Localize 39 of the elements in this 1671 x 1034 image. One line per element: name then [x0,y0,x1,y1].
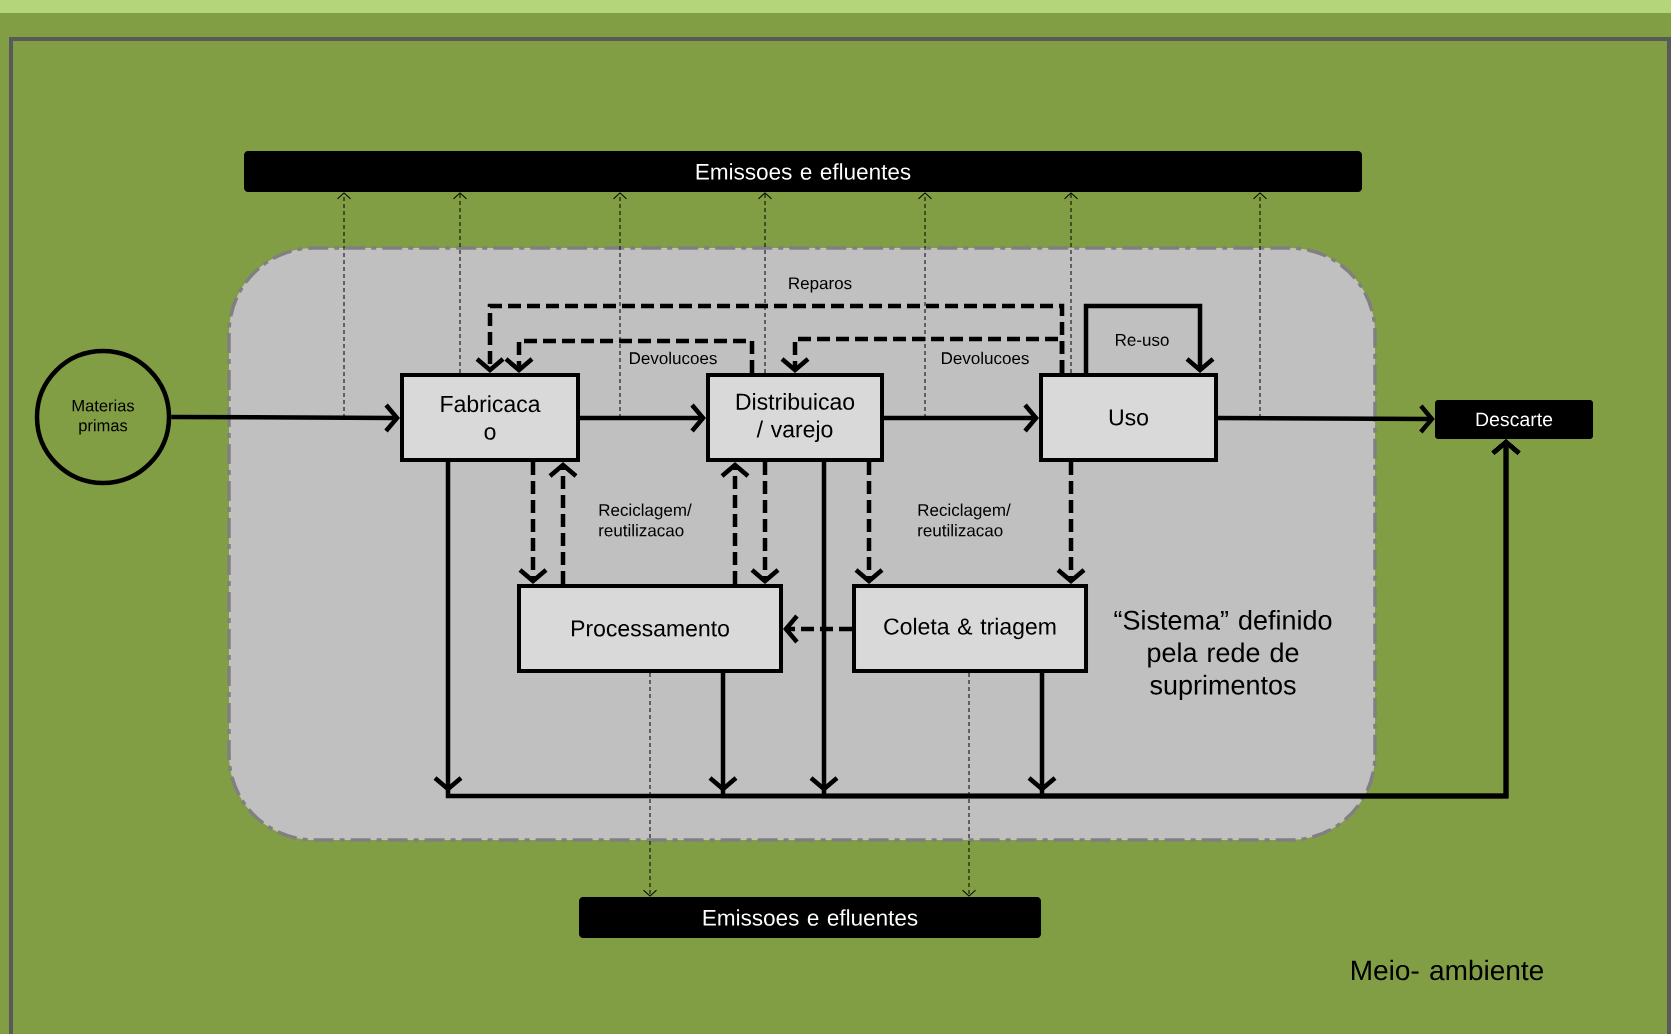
process-box: Coleta & triagem [852,584,1088,673]
process-box: Fabricaca o [400,373,580,462]
process-box: Uso [1039,373,1218,462]
dotted-arrow [1064,192,1078,374]
arrow [1083,303,1215,373]
edge-label: Re-uso [1116,334,1169,346]
dotted-arrow [758,192,772,374]
dashed-arrow [504,338,755,373]
arrow [171,403,400,433]
dashed-arrow [780,336,1065,373]
dotted-arrow [918,192,932,419]
arrow [1027,439,1521,799]
dashed-arrow [1056,462,1086,584]
output-box: Descarte [1435,400,1593,439]
dotted-arrow [962,672,976,897]
dashed-arrow [783,614,852,644]
arrow [580,403,706,433]
process-box: Processamento [517,584,783,673]
arrow [1218,404,1435,434]
dashed-arrow [518,462,548,584]
edge-label: Reciclagem/ reutilizacao [918,503,1011,537]
dotted-arrow [643,672,657,897]
process-box: Distribuicao / varejo [706,373,884,462]
dotted-arrow [613,192,627,419]
dashed-arrow [548,462,578,584]
dashed-arrow [475,303,1065,373]
dotted-arrow [453,192,467,374]
edge-label: Reparos [789,277,852,293]
edge-label: Reciclagem/ reutilizacao [599,503,692,537]
edge-label: Devolucoes [630,351,717,365]
arrow [884,403,1039,433]
dotted-arrow [1253,192,1267,419]
dotted-arrow [337,192,351,419]
emissions-bar: Emissoes e efluentes [244,151,1362,192]
emissions-bar: Emissoes e efluentes [579,897,1041,938]
dashed-arrow [750,462,780,584]
dashed-arrow [854,462,884,584]
dashed-arrow [720,462,750,584]
edge-label: Devolucoes [942,351,1029,365]
